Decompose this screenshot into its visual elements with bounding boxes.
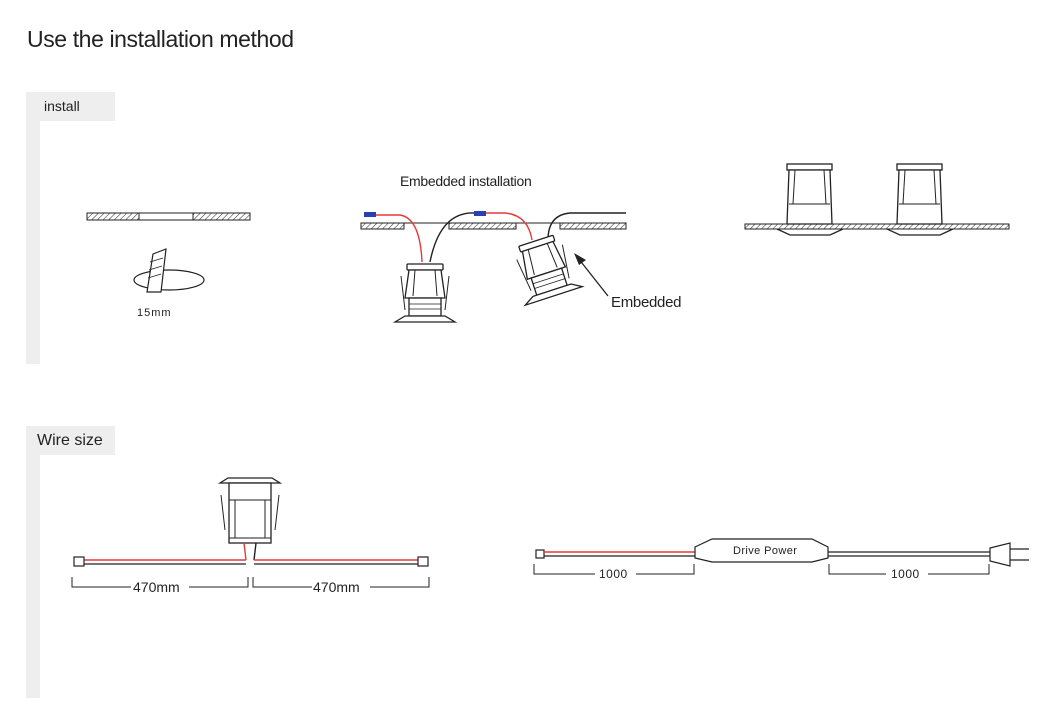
ceiling-panel-embedded <box>360 222 627 230</box>
connector-icon <box>364 212 376 217</box>
lead-wires <box>73 556 429 567</box>
connector-plug-icon <box>73 556 85 567</box>
ceiling-with-hole <box>86 212 251 221</box>
right-length-label: 470mm <box>313 579 360 595</box>
embedded-installation-label: Embedded installation <box>400 173 531 189</box>
driver-label: Drive Power <box>733 545 797 557</box>
embedded-wiring <box>364 211 626 263</box>
connector-plug-icon <box>417 556 429 567</box>
installed-fixture-icon <box>776 163 844 236</box>
connector-icon <box>474 211 486 216</box>
dimension-lines <box>71 577 430 588</box>
driver-wiring <box>535 549 990 559</box>
driver-dimension-lines <box>533 564 990 575</box>
hole-saw-icon <box>133 248 205 293</box>
installed-fixture-icon <box>886 163 954 236</box>
drive-power-unit <box>694 538 829 563</box>
wire-fixture-icon <box>217 477 283 561</box>
section-bar-install <box>26 121 40 364</box>
page-title: Use the installation method <box>27 26 294 52</box>
connector-plug-icon <box>535 549 545 559</box>
hole-size-label: 15mm <box>137 307 172 319</box>
section-tab-install: install <box>26 92 115 121</box>
section-bar-wire-size <box>26 455 40 698</box>
left-length-label: 470mm <box>133 579 180 595</box>
downlight-fixture-icon <box>394 263 456 323</box>
section-tab-wire-size: Wire size <box>26 426 115 455</box>
power-plug-icon <box>989 542 1029 567</box>
embedded-arrow-icon <box>574 253 609 297</box>
downlight-fixture-tilted-icon <box>506 230 583 306</box>
output-length-label: 1000 <box>891 567 920 581</box>
embedded-arrow-label: Embedded <box>611 294 681 311</box>
input-length-label: 1000 <box>599 567 628 581</box>
ceiling-panel-installed <box>744 223 1010 230</box>
